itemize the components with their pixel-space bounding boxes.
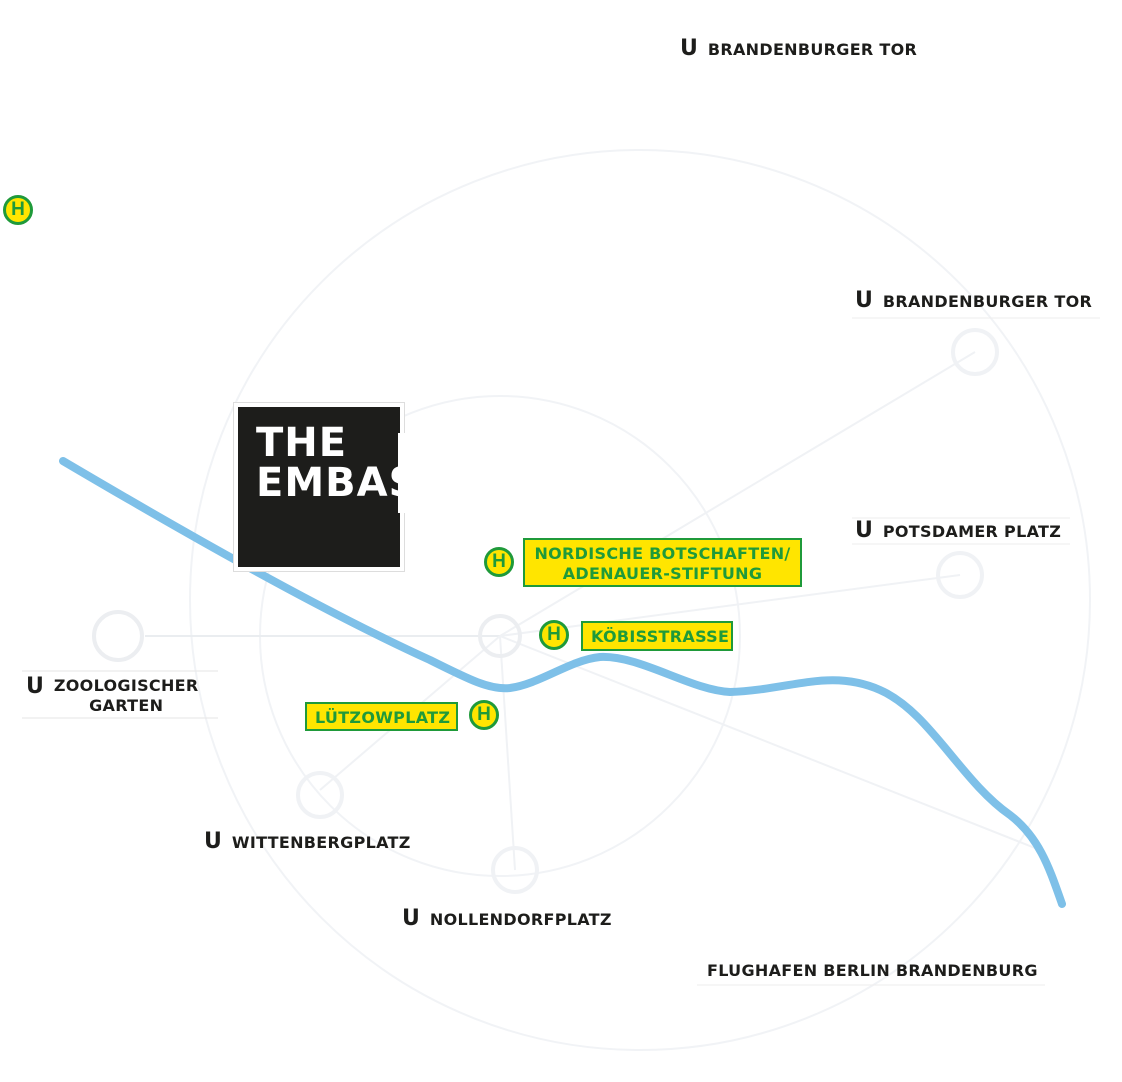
connector-to-nollendorfplatz (499, 635, 516, 871)
bus-stop-name: LÜTZOWPLATZ (315, 708, 451, 727)
station-name: WITTENBERGPLATZ (231, 832, 411, 852)
outer-radius-circle (189, 149, 1091, 1051)
station-wittenbergplatz: U WITTENBERGPLATZ (204, 831, 411, 853)
bus-stop-icon: H (484, 547, 514, 577)
nollendorf-station-ring (491, 846, 539, 894)
zoo-station-ring (92, 610, 144, 662)
bus-stop-luetzowplatz: LÜTZOWPLATZ (305, 702, 458, 731)
bus-stop-name-line-1: NORDISCHE BOTSCHAFTEN/ (534, 544, 791, 563)
bus-stop-name: KÖBISSTRASSE (591, 627, 730, 646)
logo-cut (398, 433, 408, 513)
logo-line-1: THE (256, 420, 348, 466)
station-potsdamer-platz: U POTSDAMER PLATZ (855, 520, 1061, 542)
station-nollendorfplatz: U NOLLENDORFPLATZ (402, 908, 612, 930)
u-bahn-icon: U (402, 906, 420, 931)
connector-to-potsdamer-platz (499, 574, 961, 637)
bus-stop-nordische-botschaften: NORDISCHE BOTSCHAFTEN/ ADENAUER-STIFTUNG (523, 538, 802, 587)
airport-label: FLUGHAFEN BERLIN BRANDENBURG (707, 961, 1038, 980)
wittenberg-station-ring (296, 771, 344, 819)
station-name-line-1: ZOOLOGISCHER (53, 676, 199, 695)
station-name: BRANDENBURGER TOR (882, 291, 1093, 311)
station-name-line-2: GARTEN (89, 696, 164, 715)
bus-stop-icon: H (539, 620, 569, 650)
brandenburger-station-ring (951, 328, 999, 376)
u-bahn-icon: U (26, 674, 44, 699)
legend-bus-stop-icon: H (3, 195, 33, 225)
bus-stop-name-line-2: ADENAUER-STIFTUNG (562, 564, 763, 583)
u-bahn-icon: U (204, 829, 222, 854)
station-name: NOLLENDORFPLATZ (429, 909, 612, 929)
river-spree (59, 457, 1066, 908)
logo-background: THE EMBASSY (238, 407, 475, 567)
embassy-hub-ring (478, 614, 522, 658)
bus-stop-koebisstrasse: KÖBISSTRASSE (581, 621, 733, 651)
station-brandenburger-tor-right: U BRANDENBURGER TOR (855, 290, 1092, 312)
station-brandenburger-tor-top: U BRANDENBURGER TOR (680, 38, 917, 60)
connector-to-brandenburger-tor (499, 351, 976, 637)
bus-stop-icon: H (469, 700, 499, 730)
u-bahn-icon: U (680, 36, 698, 61)
logo-line-2: EMBASSY (256, 460, 477, 506)
airport-name: FLUGHAFEN BERLIN BRANDENBURG (707, 961, 1038, 980)
station-name: ZOOLOGISCHER GARTEN (54, 676, 199, 716)
station-name: POTSDAMER PLATZ (882, 521, 1062, 541)
station-zoologischer-garten: U ZOOLOGISCHER GARTEN (26, 676, 199, 716)
u-bahn-icon: U (855, 518, 873, 543)
u-bahn-icon: U (855, 288, 873, 313)
station-name: BRANDENBURGER TOR (707, 39, 918, 59)
the-embassy-logo: THE EMBASSY (233, 402, 475, 572)
connector-to-airport (499, 635, 1041, 851)
potsdamer-station-ring (936, 551, 984, 599)
